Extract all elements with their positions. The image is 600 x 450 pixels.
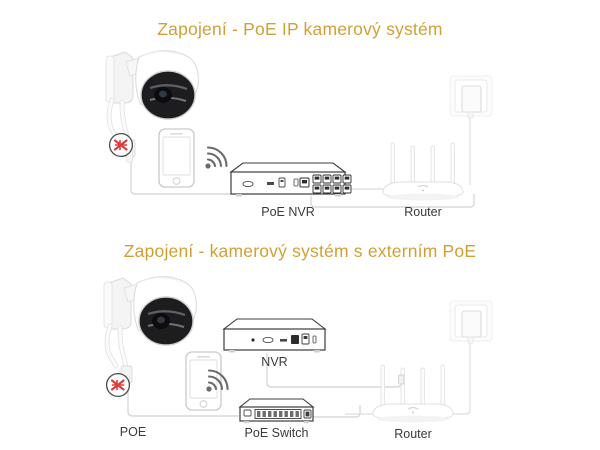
device-label-poe: POE <box>119 425 147 439</box>
nvr-icon <box>222 318 327 353</box>
device-label-poe-switch: PoE Switch <box>244 426 309 440</box>
wire-outlet-to-router-bottom <box>432 342 471 415</box>
section-title-bottom: Zapojení - kamerový systém s externím Po… <box>123 241 477 261</box>
poe-port-block <box>312 174 352 194</box>
device-label-poe-nvr: PoE NVR <box>261 205 315 219</box>
wifi-waves-icon <box>203 367 233 395</box>
router-icon <box>382 142 464 201</box>
wall-socket-icon <box>449 300 493 344</box>
no-power-crossed-icon <box>105 372 131 398</box>
device-label-router-bottom: Router <box>394 427 432 441</box>
router-icon <box>372 364 454 423</box>
wifi-waves-icon <box>202 144 232 172</box>
wire-switch-to-router <box>313 405 361 418</box>
section-title-top: Zapojení - PoE IP kamerový systém <box>157 19 443 39</box>
ptz-dome-camera-icon <box>105 50 199 163</box>
device-label-router-top: Router <box>404 205 442 219</box>
device-label-nvr: NVR <box>261 355 288 369</box>
wall-socket-icon <box>449 75 493 119</box>
ptz-dome-camera-icon <box>103 276 197 389</box>
wire-nvr-to-router <box>310 194 475 208</box>
wire-camera-to-nvr <box>130 160 247 195</box>
smartphone-icon <box>158 128 195 188</box>
wire-camera-to-poe <box>127 383 239 417</box>
no-power-crossed-icon <box>108 132 134 158</box>
poe-nvr-icon <box>229 162 352 197</box>
poe-switch-icon <box>238 398 315 424</box>
